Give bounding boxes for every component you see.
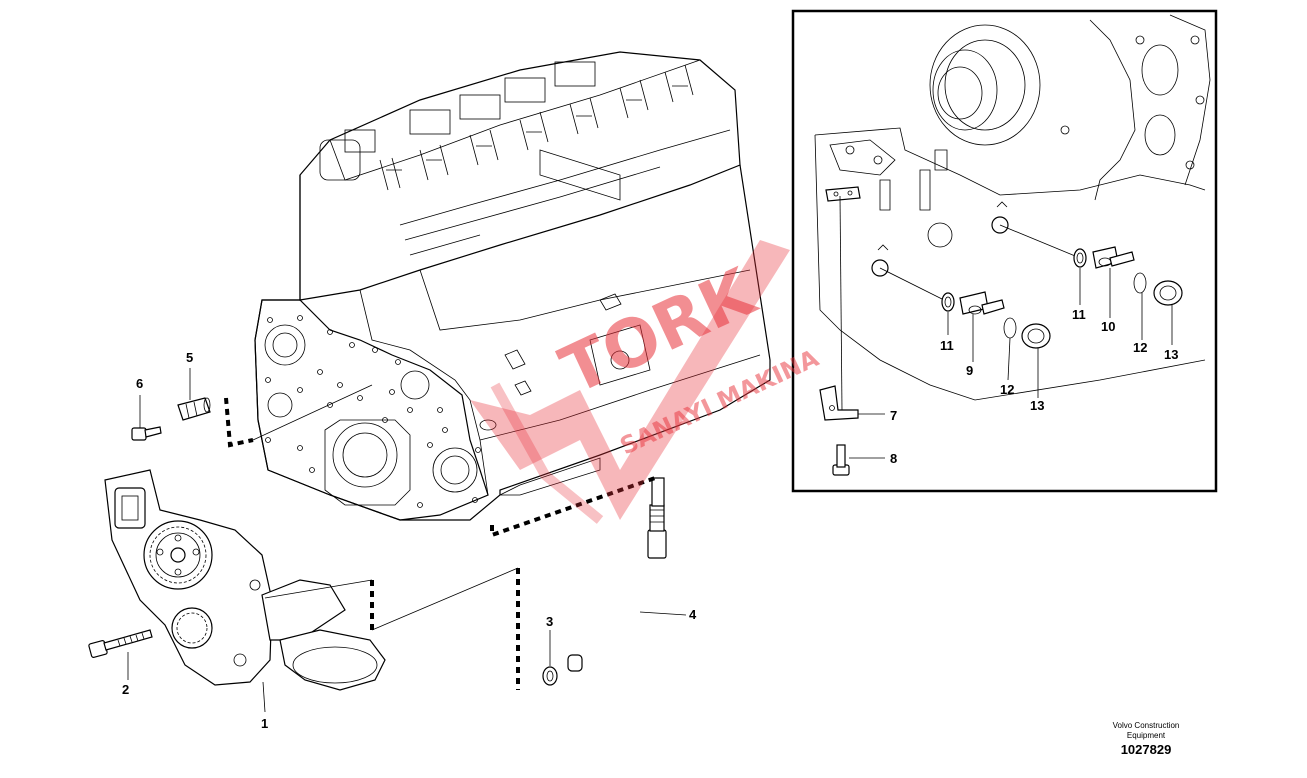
valve-train: [319, 61, 694, 191]
callout-9: 9: [966, 363, 973, 378]
oil-pump: [104, 469, 386, 691]
callout-1: 1: [261, 716, 268, 731]
callout-3: 3: [546, 614, 553, 629]
watermark-logo: TORK SANAYI MAKINA: [470, 240, 823, 524]
callout-7: 7: [890, 408, 897, 423]
callout-4: 4: [689, 607, 697, 622]
bolt-item-6: [131, 426, 162, 441]
callout-2: 2: [122, 682, 129, 697]
detail-inset: [791, 9, 1218, 493]
sleeve-item-5: [177, 397, 211, 421]
callout-5: 5: [186, 350, 193, 365]
bolt-holes: [265, 315, 481, 508]
callout-13b: 13: [1030, 398, 1044, 413]
callout-8: 8: [890, 451, 897, 466]
callout-13a: 13: [1164, 347, 1178, 362]
dashed-connectors: [224, 384, 656, 690]
callout-11a: 11: [1072, 307, 1086, 322]
leader-lines: [127, 368, 687, 713]
o-ring-item-3: [542, 666, 558, 686]
oil-pipe-item-4: [567, 477, 667, 672]
company-name-line2: Equipment: [1127, 731, 1166, 740]
company-name-line1: Volvo Construction: [1113, 721, 1180, 730]
callout-6: 6: [136, 376, 143, 391]
callout-12b: 12: [1000, 382, 1014, 397]
bolt-item-2: [88, 629, 153, 658]
callout-12a: 12: [1133, 340, 1147, 355]
callout-10: 10: [1101, 319, 1115, 334]
callout-11b: 11: [940, 338, 954, 353]
drawing-number: 1027829: [1121, 742, 1172, 757]
engine-block: [254, 51, 771, 521]
